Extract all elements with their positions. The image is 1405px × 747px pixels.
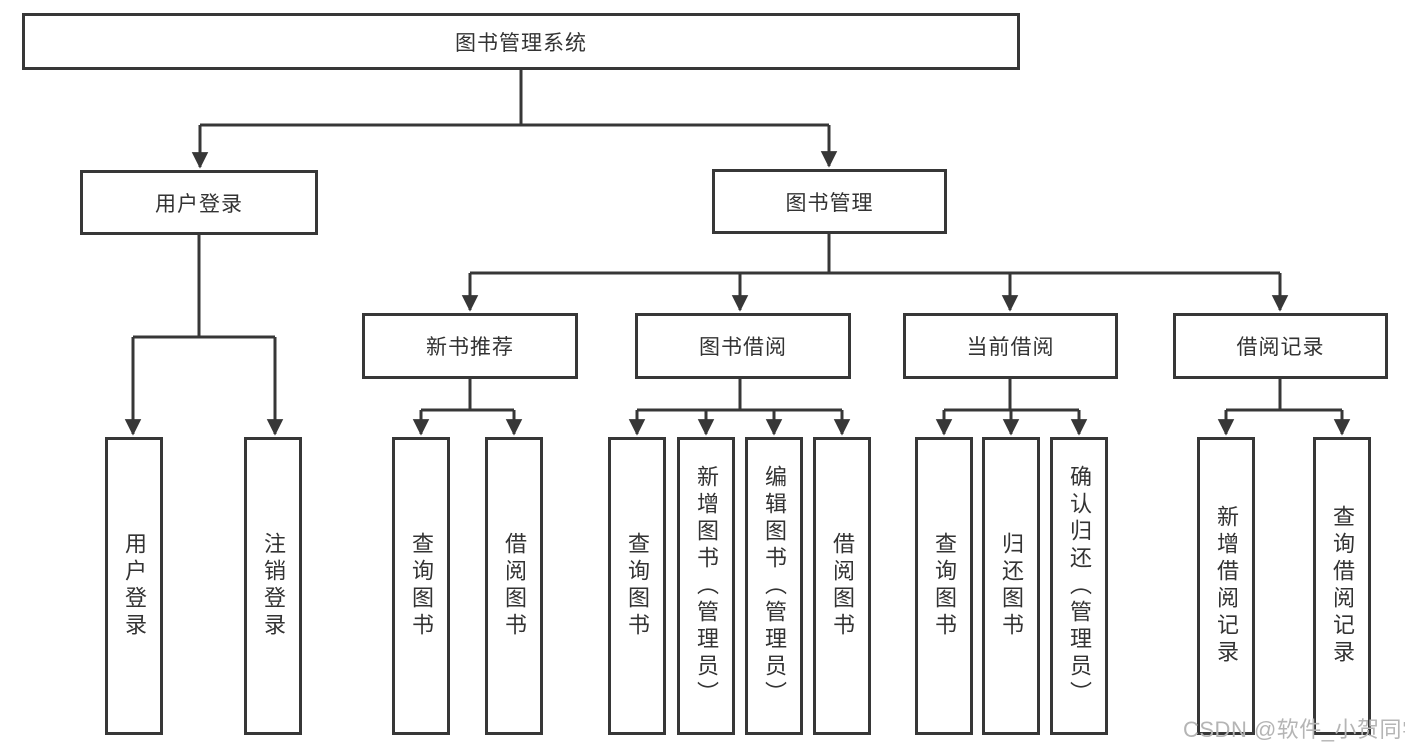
root-node: 图书管理系统	[22, 13, 1020, 70]
node-user-login: 用户登录	[80, 170, 318, 235]
leaf-newrec-query-books: 查询图书	[392, 437, 450, 735]
leaf-user-login-label: 用户登录	[122, 532, 147, 640]
node-current-borrow: 当前借阅	[903, 313, 1118, 379]
leaf-borrow-borrow-books: 借阅图书	[813, 437, 871, 735]
node-book-management: 图书管理	[712, 169, 947, 234]
node-borrow-records-label: 借阅记录	[1236, 336, 1325, 359]
leaf-current-return-books: 归还图书	[982, 437, 1040, 735]
leaf-current-confirm-return-admin: 确认归还（管理员）	[1050, 437, 1108, 735]
node-new-book-recommend-label: 新书推荐	[426, 336, 514, 359]
node-book-management-label: 图书管理	[785, 191, 874, 215]
leaf-records-add-record: 新增借阅记录	[1197, 437, 1255, 735]
csdn-watermark: CSDN @软件_小贺同学	[1183, 717, 1405, 742]
leaf-current-confirm-return-admin-label: 确认归还（管理员）	[1067, 464, 1092, 708]
leaf-records-add-record-label: 新增借阅记录	[1214, 505, 1239, 667]
leaf-borrow-add-books-admin: 新增图书（管理员）	[677, 437, 735, 735]
node-current-borrow-label: 当前借阅	[966, 336, 1055, 359]
leaf-current-query-books-label: 查询图书	[932, 532, 957, 640]
leaf-newrec-borrow-books: 借阅图书	[485, 437, 543, 735]
leaf-newrec-query-books-label: 查询图书	[409, 532, 434, 640]
leaf-records-query-record: 查询借阅记录	[1313, 437, 1371, 735]
leaf-logout-login-label: 注销登录	[261, 532, 286, 640]
node-book-borrow-label: 图书借阅	[699, 336, 787, 359]
node-borrow-records: 借阅记录	[1173, 313, 1388, 379]
leaf-user-login: 用户登录	[105, 437, 163, 735]
leaf-current-return-books-label: 归还图书	[999, 532, 1024, 640]
leaf-borrow-edit-books-admin: 编辑图书（管理员）	[745, 437, 803, 735]
leaf-borrow-query-books: 查询图书	[608, 437, 666, 735]
node-book-borrow: 图书借阅	[635, 313, 851, 379]
leaf-newrec-borrow-books-label: 借阅图书	[502, 532, 527, 640]
leaf-borrow-add-books-admin-label: 新增图书（管理员）	[694, 464, 719, 708]
root-node-label: 图书管理系统	[455, 31, 587, 55]
leaf-current-query-books: 查询图书	[915, 437, 973, 735]
leaf-borrow-borrow-books-label: 借阅图书	[830, 532, 855, 640]
leaf-records-query-record-label: 查询借阅记录	[1330, 505, 1355, 667]
node-new-book-recommend: 新书推荐	[362, 313, 578, 379]
leaf-logout-login: 注销登录	[244, 437, 302, 735]
node-user-login-label: 用户登录	[155, 192, 243, 216]
leaf-borrow-edit-books-admin-label: 编辑图书（管理员）	[762, 464, 787, 708]
leaf-borrow-query-books-label: 查询图书	[625, 532, 650, 640]
